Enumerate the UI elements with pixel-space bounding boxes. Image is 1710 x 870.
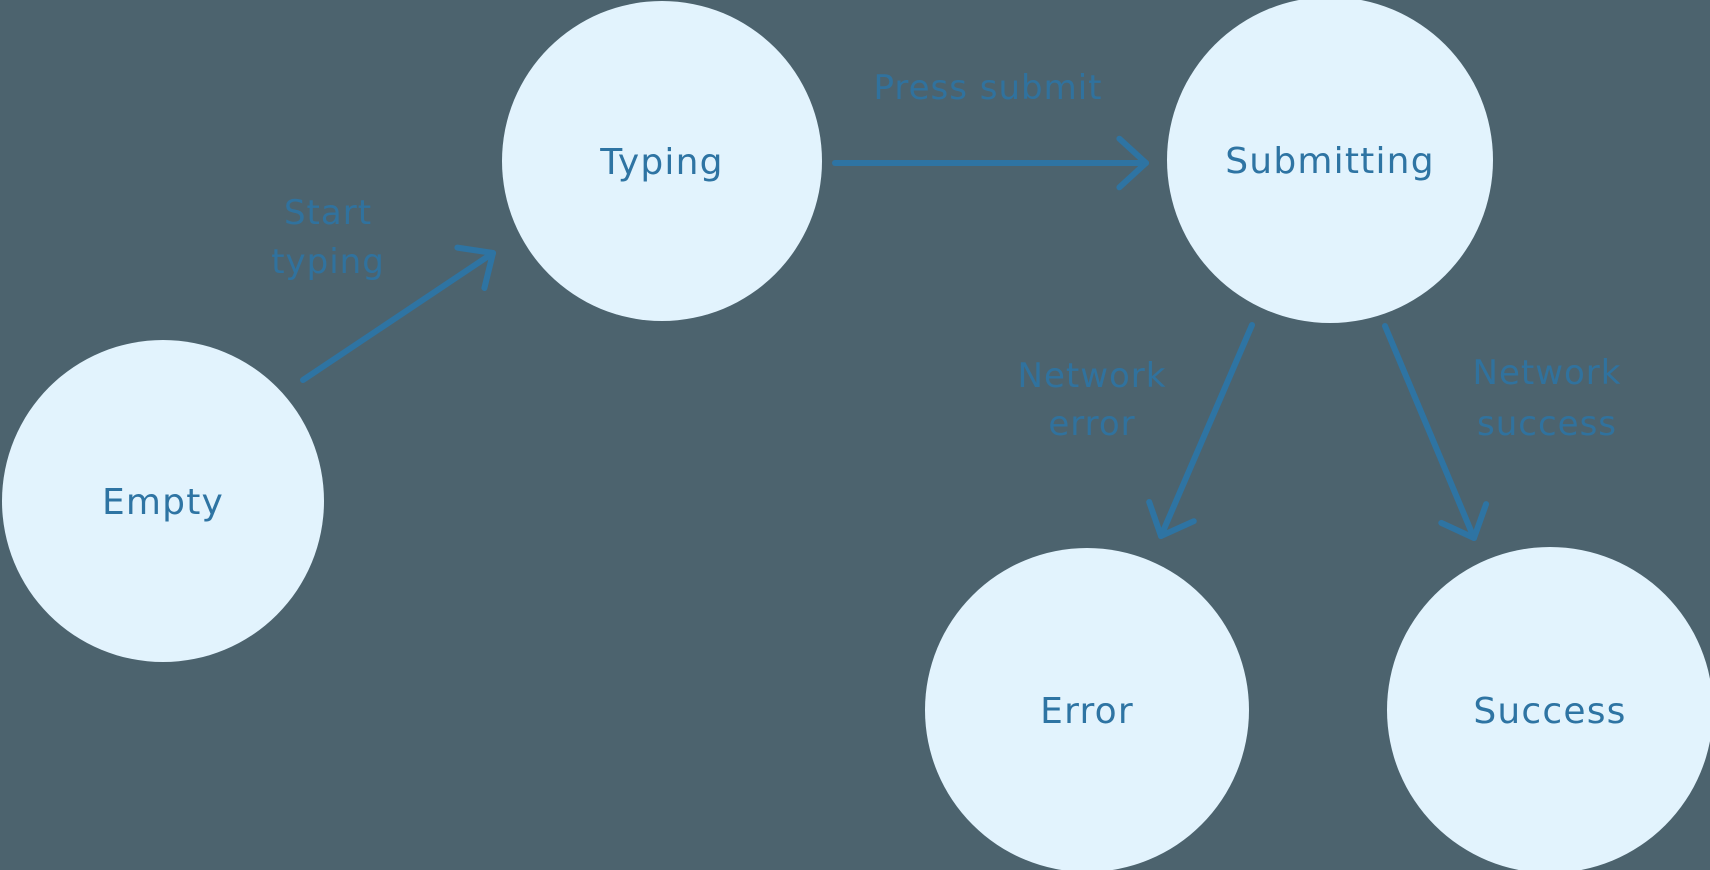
edge-line-network-error: [1158, 322, 1255, 539]
state-circle-typing: [502, 1, 822, 321]
edge-submitting-to-success: Network success: [1382, 323, 1622, 541]
edge-line-network-success: [1382, 323, 1477, 541]
arrowhead-wing-a: [1146, 499, 1164, 539]
node-typing: Typing: [502, 1, 822, 321]
edge-typing-to-submitting: Press submit: [832, 68, 1149, 191]
state-label-error: Error: [1040, 691, 1134, 732]
arrowhead-wing-b: [1116, 135, 1149, 166]
edge-label-network-success-line1: Network: [1473, 353, 1622, 393]
arrowhead-wing-a: [481, 250, 496, 291]
node-submitting: Submitting: [1167, 0, 1493, 323]
state-label-submitting: Submitting: [1225, 141, 1435, 182]
arrowhead-wing-a: [1116, 160, 1149, 191]
edge-line-start-typing: [300, 250, 496, 383]
arrowhead-wing-b: [454, 244, 496, 256]
edge-label-start-typing-line1: Start: [284, 193, 372, 233]
arrowhead-wing-a: [1438, 519, 1477, 541]
node-empty: Empty: [2, 340, 324, 662]
edge-label-network-error-line1: Network: [1018, 356, 1167, 396]
node-success: Success: [1387, 547, 1710, 870]
edge-label-network-error-line2: error: [1048, 404, 1135, 444]
edge-submitting-to-error: Network error: [1018, 322, 1255, 539]
edge-label-press-submit: Press submit: [873, 68, 1102, 108]
edge-empty-to-typing: Start typing: [271, 193, 496, 383]
arrowhead-wing-b: [1158, 518, 1197, 539]
edge-label-network-success-line2: success: [1477, 404, 1617, 444]
state-circle-success: [1387, 547, 1710, 870]
state-label-empty: Empty: [102, 482, 224, 523]
arrowhead-wing-b: [1471, 501, 1490, 541]
node-error: Error: [925, 548, 1249, 870]
state-circle-empty: [2, 340, 324, 662]
edge-label-start-typing-line2: typing: [271, 242, 385, 282]
state-label-success: Success: [1473, 691, 1626, 732]
state-circle-submitting: [1167, 0, 1493, 323]
state-label-typing: Typing: [599, 142, 723, 183]
state-circle-error: [925, 548, 1249, 870]
